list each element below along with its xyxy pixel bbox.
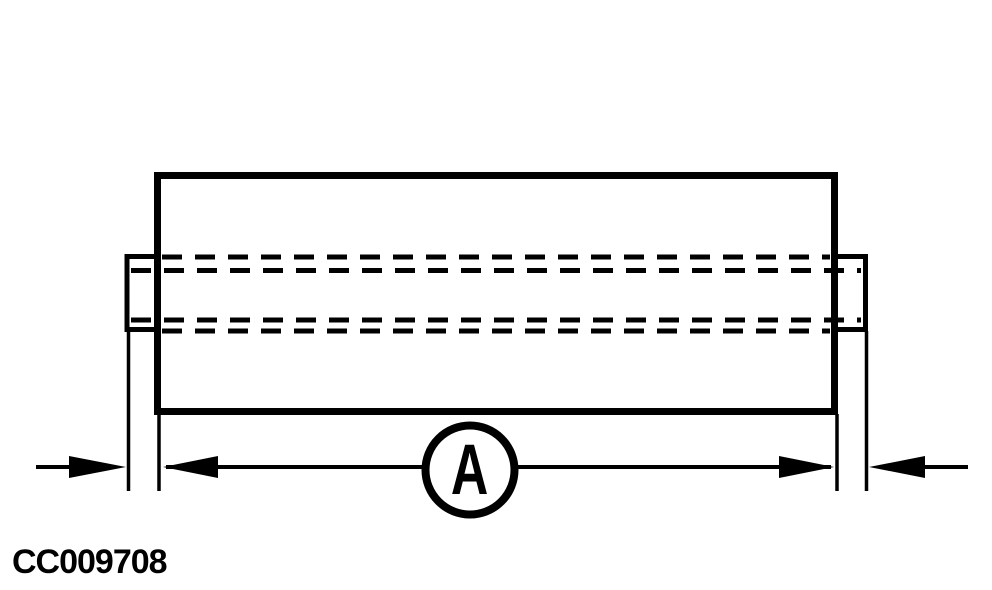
dimension-callout-circle bbox=[421, 421, 519, 519]
outer-arrowhead-right-icon bbox=[869, 456, 925, 478]
roller-body bbox=[154, 172, 838, 415]
dimension-callout-label: A bbox=[421, 421, 519, 519]
figure-code: CC009708 bbox=[12, 543, 168, 581]
dimension-arrowhead-left-icon bbox=[163, 456, 218, 478]
dimension-arrowhead-right-icon bbox=[779, 456, 834, 478]
outer-arrowhead-left-icon bbox=[69, 456, 126, 478]
dimension-letter: A bbox=[451, 430, 489, 510]
